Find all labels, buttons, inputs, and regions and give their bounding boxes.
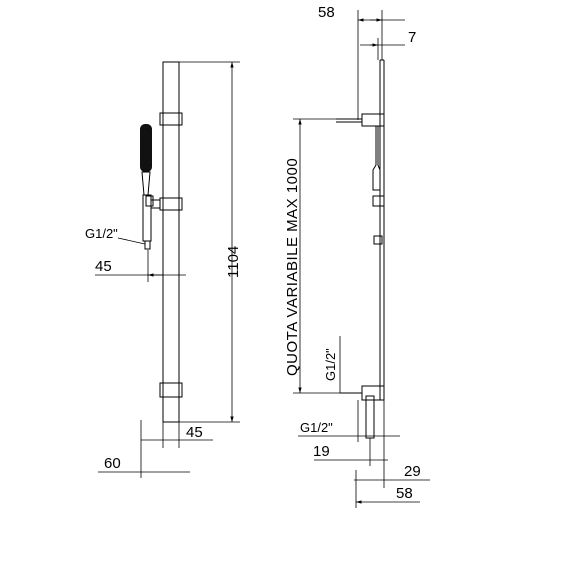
thread-label-vertical: G1/2": [323, 348, 338, 381]
side-water-outlet: [365, 395, 375, 439]
holder-arm: [151, 199, 160, 209]
dim-offset-top: 45: [95, 258, 112, 275]
dim-29: 29: [404, 463, 421, 480]
top-wall-bracket: [159, 112, 183, 126]
thread-label-bottom: G1/2": [300, 420, 333, 435]
slider: [159, 197, 183, 211]
thread-label: G1/2": [85, 226, 118, 241]
dim-offset-bottom: 45: [186, 424, 203, 441]
bottom-wall-bracket: [159, 382, 183, 398]
slide-bar: [162, 61, 180, 423]
left-view: 1104 G1/2" 45 45 60: [85, 61, 242, 478]
dim-height-label: 1104: [225, 246, 242, 278]
hand-shower-handle: [141, 171, 151, 196]
dim-width: 60: [104, 455, 121, 472]
side-slider: [372, 195, 385, 207]
holder-clip: [145, 195, 154, 207]
dim-58-bottom: 58: [396, 485, 413, 502]
hose-end: [144, 240, 151, 250]
side-hose-end: [373, 235, 383, 245]
right-view: 58 7 QUOTA VARIABILE MAX 1000 G1/2" G1/2…: [284, 4, 430, 508]
hand-shower-head: [140, 124, 152, 172]
side-hand-shower: [372, 126, 381, 191]
dim-19: 19: [313, 443, 330, 460]
hose-connector: [142, 194, 152, 242]
dim-top-width: 58: [318, 4, 335, 21]
side-top-bracket: [361, 113, 385, 127]
dim-top-small: 7: [408, 29, 416, 46]
side-bottom-bracket: [361, 385, 385, 401]
dim-variable-label: QUOTA VARIABILE MAX 1000: [284, 158, 301, 376]
